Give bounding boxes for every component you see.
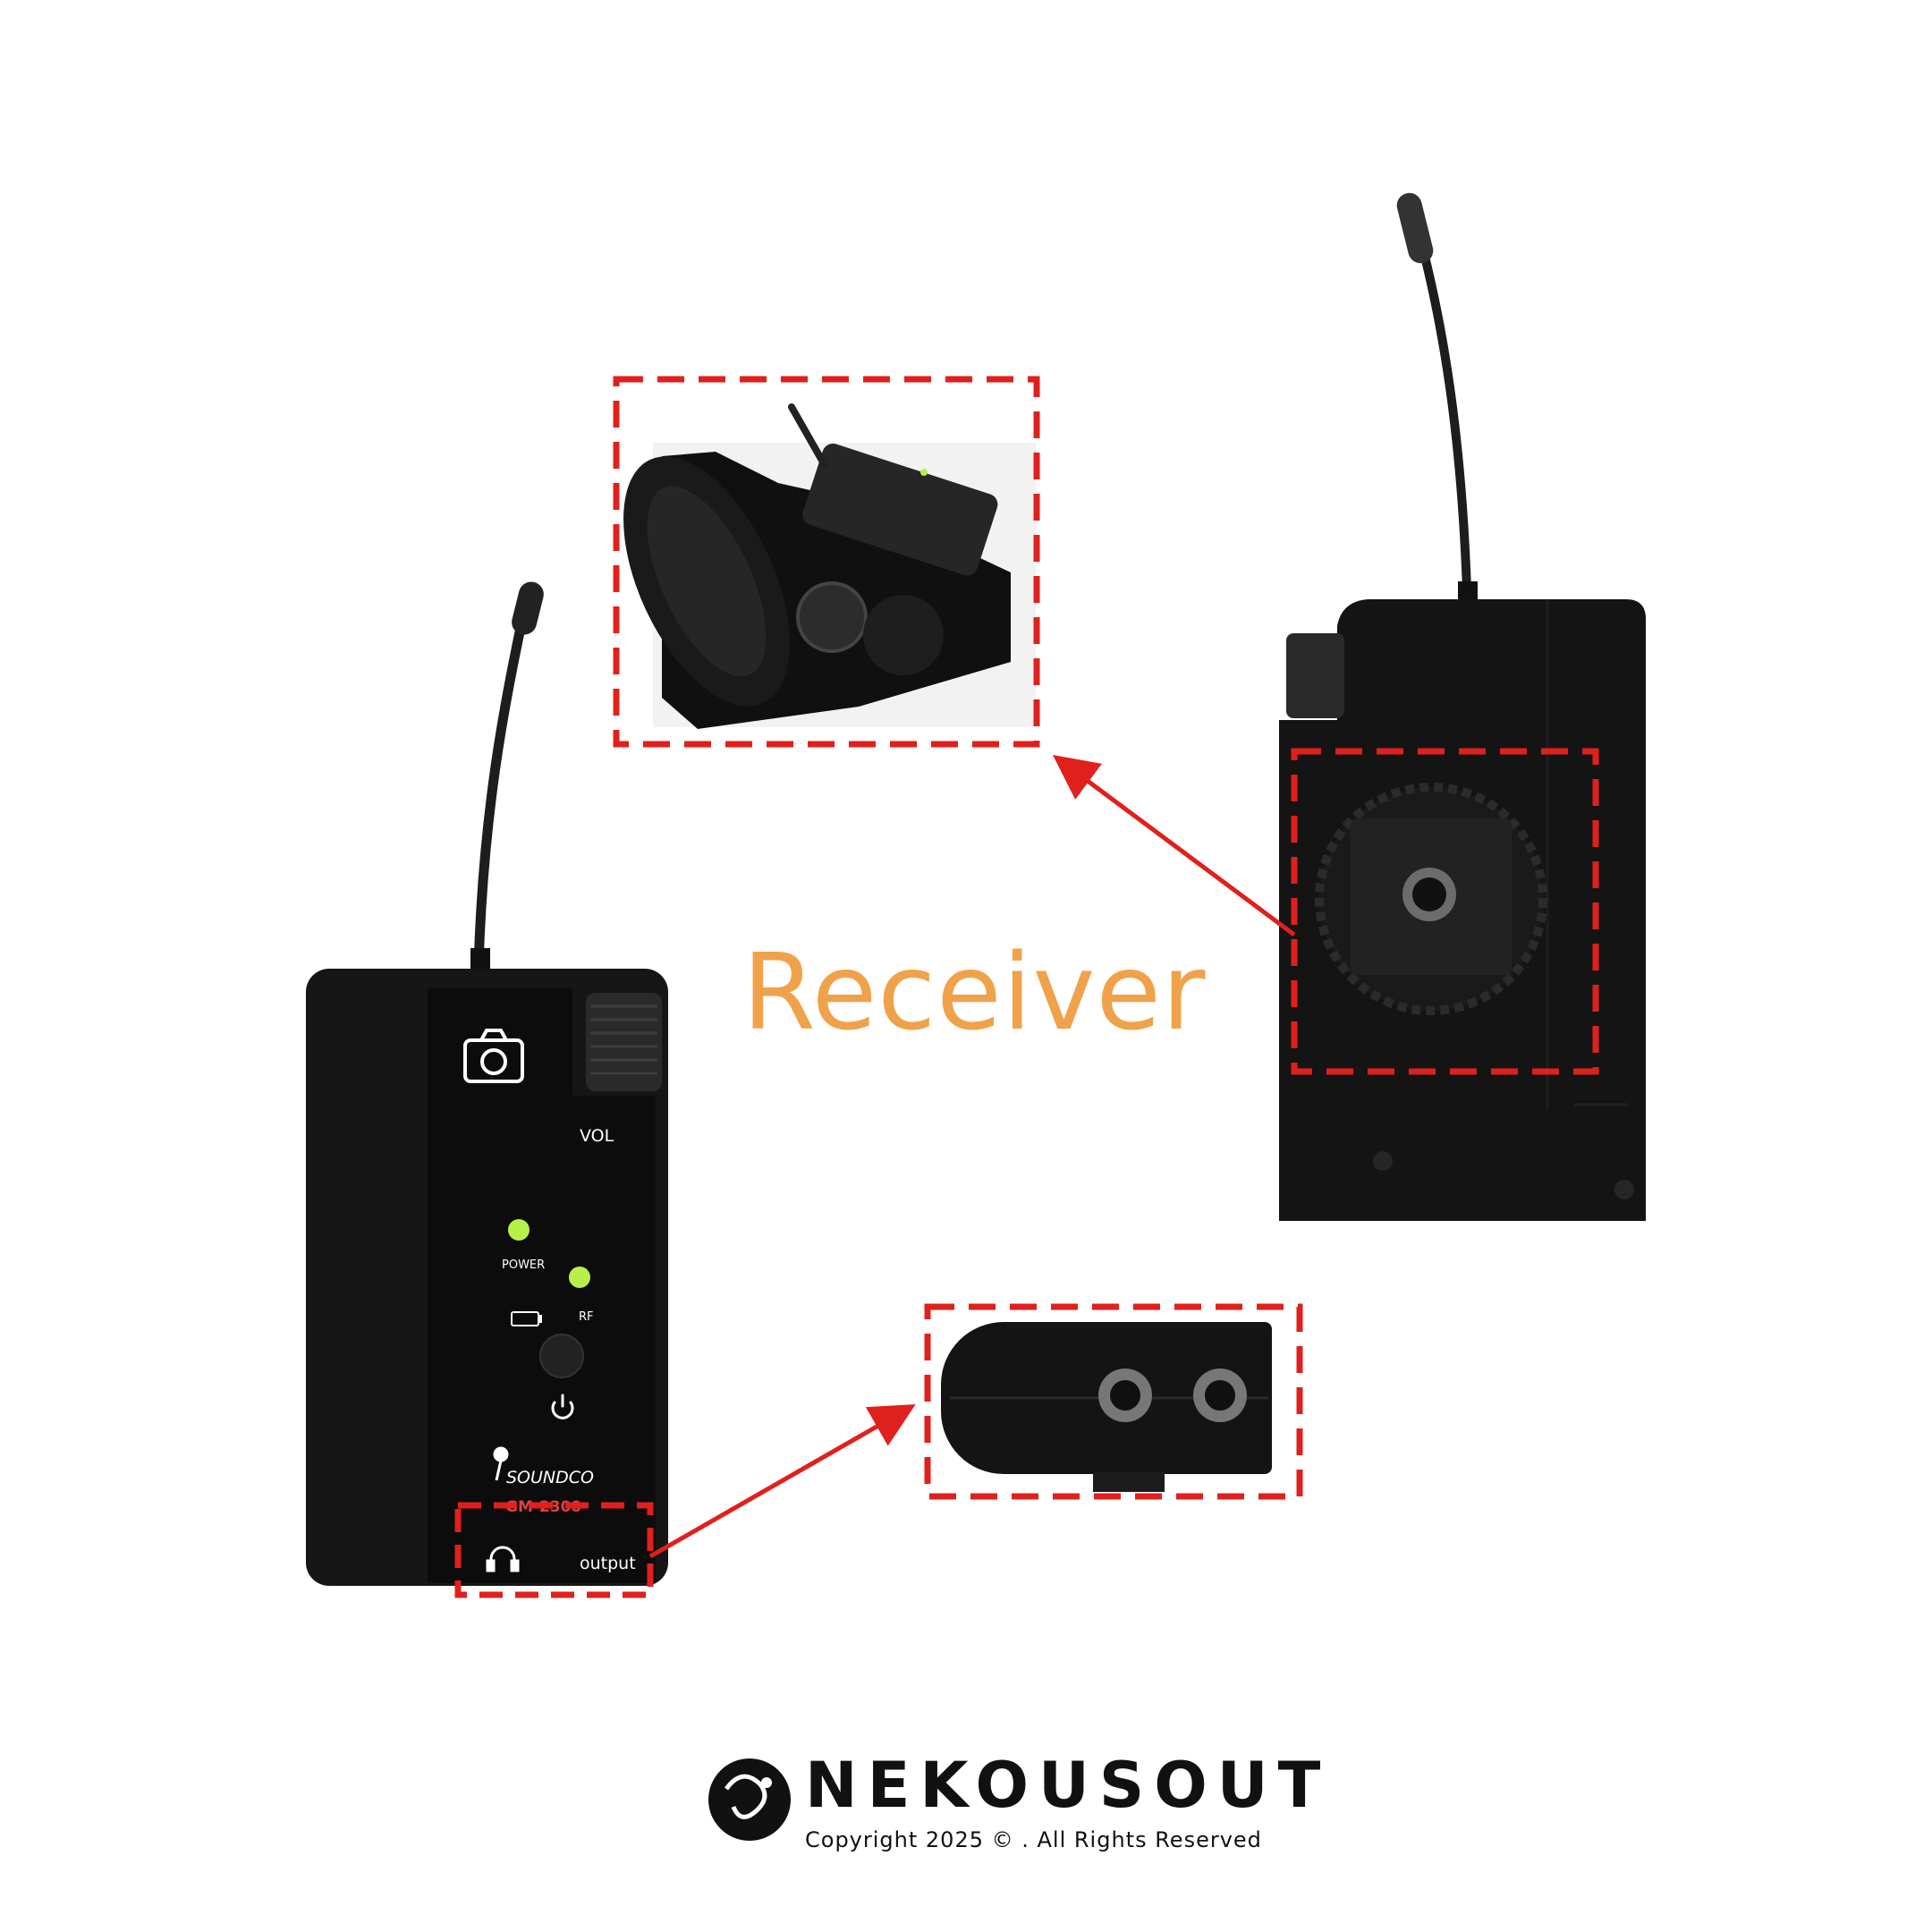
screw [1614, 1180, 1634, 1199]
footer-brand: NEKOUSOUT Copyright 2025 © . All Rights … [707, 1749, 1320, 1856]
headphones-icon [486, 1546, 520, 1572]
device-brand-label: SOUNDCO [506, 1468, 594, 1487]
rf-label: RF [579, 1310, 594, 1324]
power-icon [551, 1394, 574, 1419]
output-jacks-inset [941, 1322, 1272, 1492]
copyright-text: Copyright 2025 © . All Rights Reserved [805, 1827, 1262, 1852]
front-receiver-device: VOL POWER RF SOUNDCO GM-2300 output [306, 581, 668, 1586]
brand-name: NEKOUSOUT [805, 1749, 1331, 1822]
output-arrow [648, 1404, 916, 1559]
power-led [508, 1219, 530, 1241]
front-antenna [473, 589, 533, 971]
receiver-title: Receiver [742, 930, 1207, 1054]
mounted-receiver [802, 443, 998, 576]
nekousout-logo-icon [708, 1758, 791, 1841]
back-receiver-device [1279, 192, 1646, 1221]
front-antenna-tip [512, 581, 544, 635]
mount-arrow [1052, 755, 1296, 937]
output-jacks-highlight-box [924, 1303, 1303, 1500]
mode-dial [796, 581, 868, 653]
back-volume-wheel[interactable] [1286, 633, 1344, 718]
camera-mount-inset [623, 403, 1036, 729]
power-button[interactable] [539, 1334, 584, 1378]
mount-highlight-box [1291, 748, 1599, 1075]
camera-mount-highlight-box [613, 376, 1040, 748]
microphone-logo-icon [493, 1446, 509, 1481]
output-highlight-box [454, 1502, 654, 1598]
camera-icon [463, 1029, 524, 1083]
battery-icon [511, 1311, 542, 1326]
output-label: output [580, 1554, 636, 1573]
back-antenna-tip [1396, 192, 1434, 264]
vol-label: VOL [580, 1126, 614, 1146]
rf-led [569, 1267, 590, 1288]
power-label: POWER [502, 1258, 545, 1272]
front-panel [428, 988, 656, 1583]
screw [1373, 1151, 1393, 1171]
volume-wheel[interactable] [586, 993, 662, 1091]
back-antenna [1411, 215, 1471, 595]
